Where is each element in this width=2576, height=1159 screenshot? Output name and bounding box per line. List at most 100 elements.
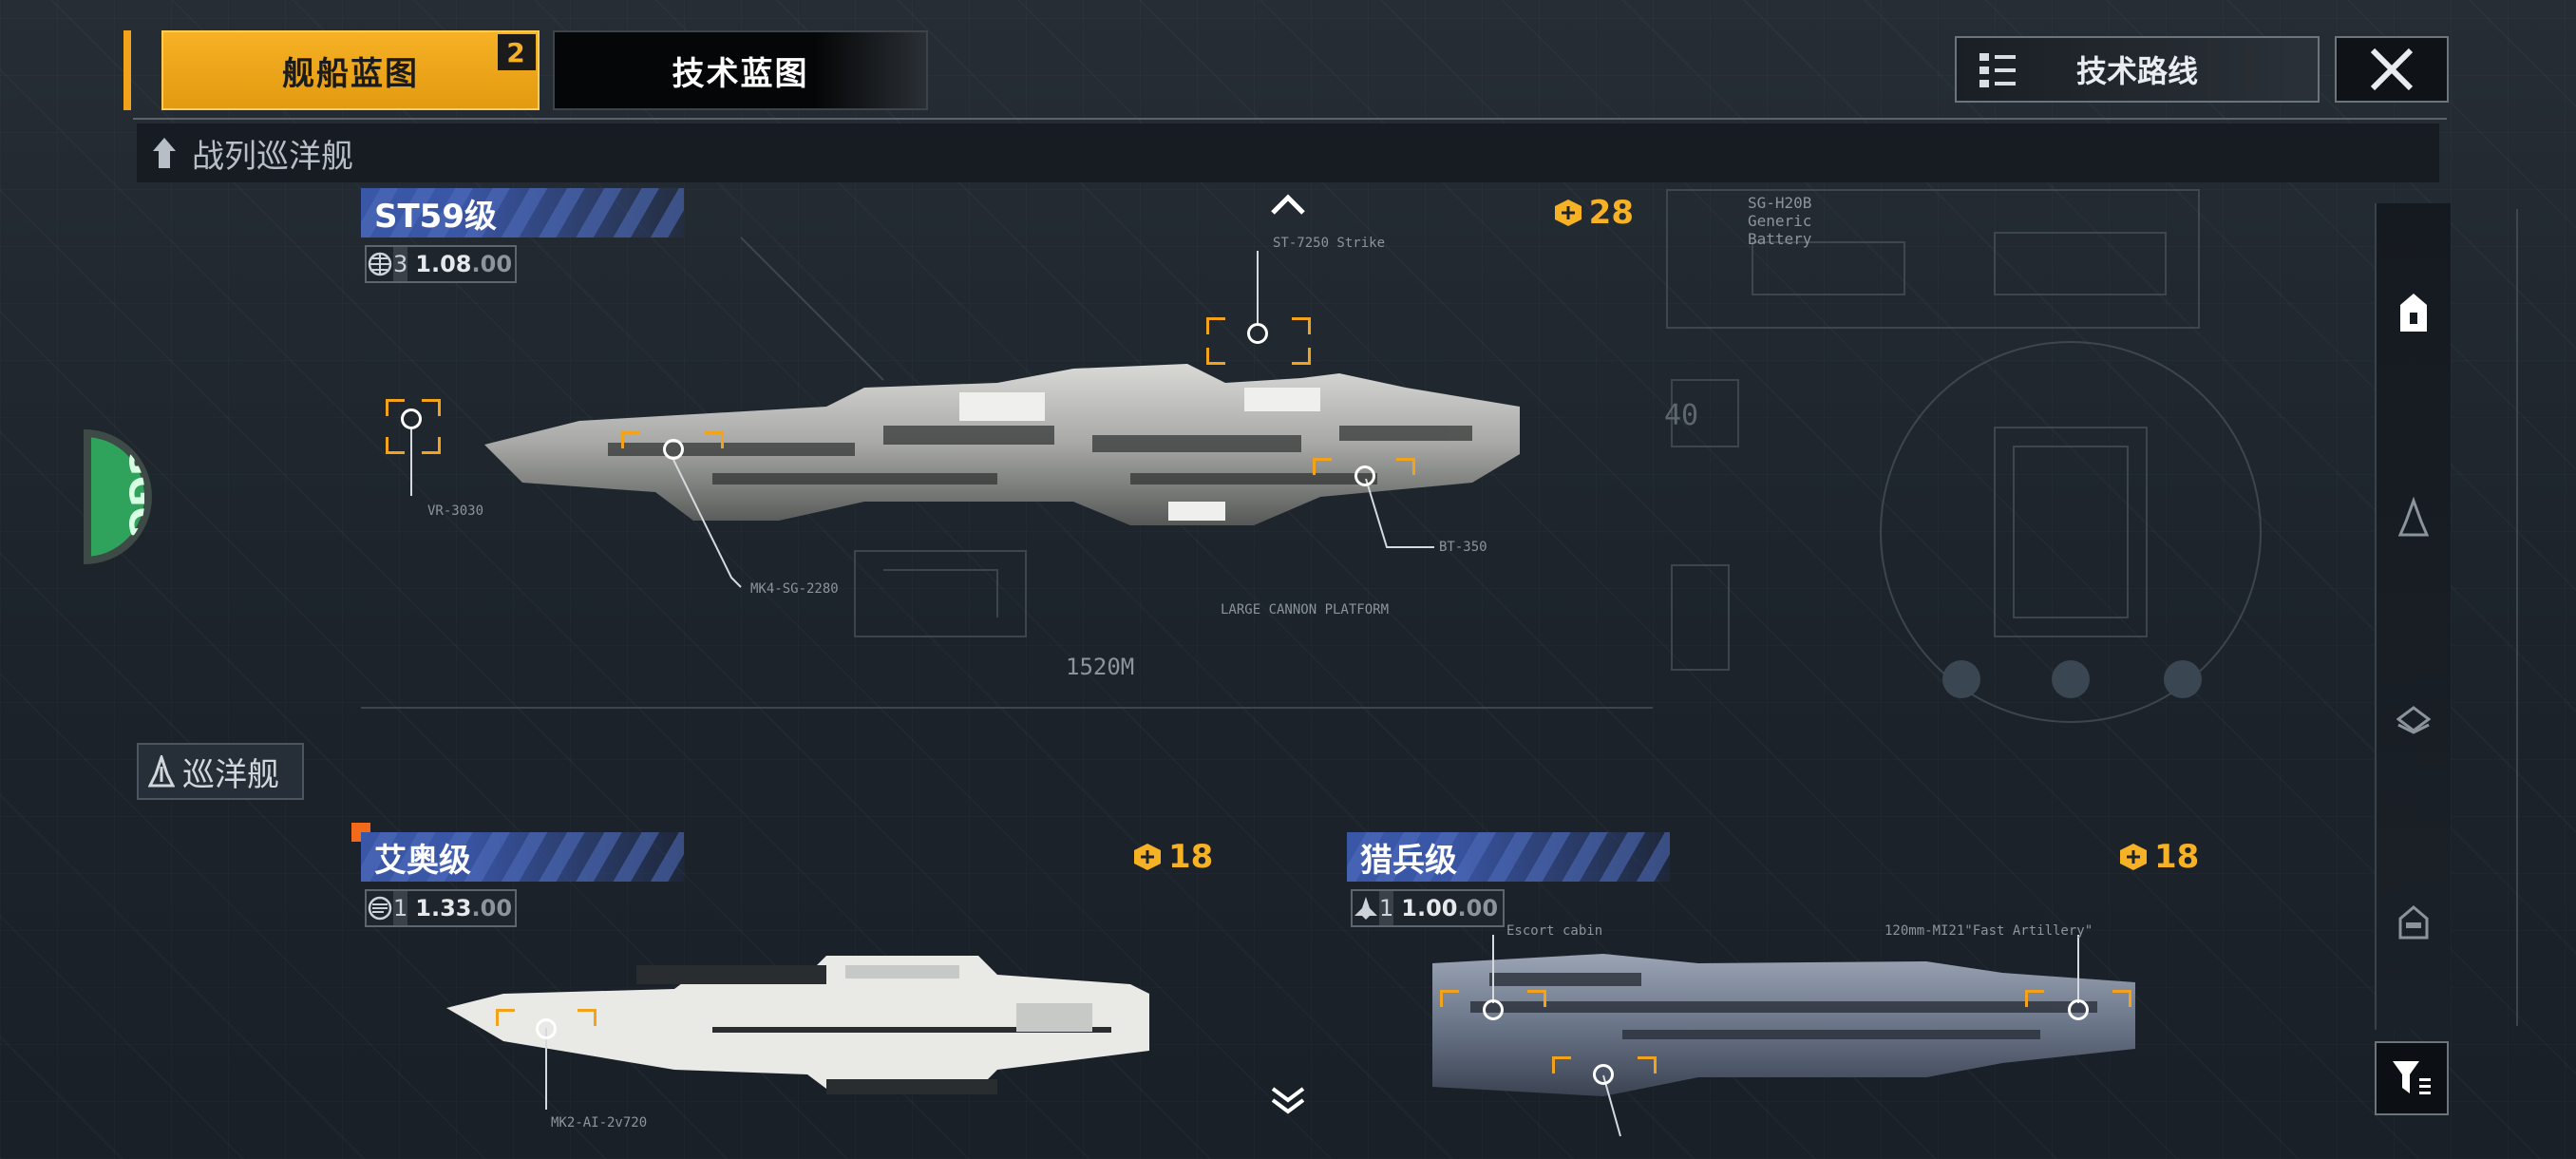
blueprint-cost-icon (1554, 200, 1582, 226)
hardpoint-label: Escort cabin (1506, 923, 1603, 939)
ship-model-ranger (1432, 954, 2135, 1096)
faction-icon (367, 891, 393, 925)
hardpoint-leader-lines (1492, 935, 2079, 1137)
hardpoint-marker[interactable] (663, 439, 684, 460)
notification-badge: 2 (498, 34, 536, 70)
hardpoint-marker[interactable] (1483, 999, 1504, 1020)
target-bracket (1638, 1056, 1657, 1074)
sidebar-item-battlecruiser[interactable] (2377, 484, 2451, 551)
battlecruiser-class-icon (153, 138, 176, 168)
ship-stats: 1 1.33.00 (365, 889, 517, 927)
tab-ship-blueprint-label: 舰船蓝图 (282, 54, 419, 93)
target-bracket (386, 399, 405, 416)
tech-route-button[interactable]: 技术路线 (1955, 36, 2320, 103)
target-bracket (1292, 317, 1311, 334)
target-bracket (386, 437, 405, 454)
tab-tech-blueprint-label: 技术蓝图 (672, 54, 809, 93)
ship-model-aiao (446, 956, 1149, 1094)
target-bracket (1206, 317, 1225, 334)
ship-value: 1.00 (1401, 895, 1458, 922)
hardpoint-marker[interactable] (401, 408, 422, 429)
hardpoint-label: 120mm-MI21"Fast Artillery" (1885, 923, 2093, 939)
hardpoint-label: VR-3030 (427, 504, 484, 519)
target-bracket (1206, 348, 1225, 365)
target-bracket (1292, 348, 1311, 365)
battlecruiser-class-icon (2398, 497, 2429, 537)
ship-name: 猎兵级 (1347, 832, 1670, 882)
target-bracket (578, 1009, 597, 1026)
scroll-down-chevron-icon[interactable] (1269, 1085, 1307, 1115)
header-divider (133, 118, 2447, 120)
hardpoint-marker[interactable] (1247, 323, 1268, 344)
target-bracket (1396, 458, 1415, 475)
cannon-label: LARGE CANNON PLATFORM (1221, 602, 1390, 618)
close-icon (2370, 48, 2414, 91)
ship-cost: 18 (2118, 838, 2199, 876)
destroyer-class-icon (2398, 905, 2429, 940)
hardpoint-marker[interactable] (1354, 466, 1375, 486)
hardpoint-label: MK2-AI-2v720 (551, 1115, 648, 1130)
tab-ship-blueprint[interactable]: 舰船蓝图 2 (161, 30, 540, 110)
ship-name: ST59级 (361, 188, 684, 238)
ship-stats: 1 1.00.00 (1351, 889, 1505, 927)
target-bracket (2025, 990, 2044, 1007)
blueprint-cost-icon (1134, 844, 1161, 870)
cruiser-class-icon (148, 755, 175, 788)
hardpoint-marker[interactable] (2068, 999, 2089, 1020)
section-title: 战列巡洋舰 (192, 137, 353, 176)
section-header-battlecruiser: 战列巡洋舰 (137, 124, 2439, 182)
target-bracket (2112, 990, 2131, 1007)
hardpoint-marker[interactable] (1593, 1064, 1614, 1085)
sidebar-item-carrier[interactable] (2377, 279, 2451, 346)
ship-name: 艾奥级 (361, 832, 684, 882)
ship-cost: 18 (1132, 838, 1213, 876)
hardpoint-leader-lines (410, 251, 1434, 588)
filter-icon (2393, 1061, 2431, 1094)
section-header-cruiser: 巡洋舰 (137, 743, 304, 800)
ship-cost: 28 (1553, 194, 1634, 232)
hardpoint-label: MK4-SG-2280 (750, 581, 839, 597)
ship-cost-value: 18 (1168, 838, 1214, 876)
ship-model-st59 (484, 364, 1520, 525)
tech-tree-icon (1979, 53, 2016, 87)
target-bracket (1552, 1056, 1571, 1074)
ship-value-suffix: .00 (1457, 895, 1499, 922)
sidebar-item-destroyer[interactable] (2377, 889, 2451, 956)
ship-card-ranger[interactable]: 猎兵级 1 1.00.00 18 Escort cabin 120mm-M (1347, 832, 2199, 1146)
cruiser-class-icon (2396, 706, 2431, 734)
ship-stats: 3 1.08.00 (365, 245, 517, 283)
target-bracket (422, 437, 441, 454)
sidebar-item-cruiser[interactable] (2377, 686, 2451, 752)
hardpoint-leader-lines (545, 1028, 547, 1110)
section-title: 巡洋舰 (182, 755, 279, 794)
blueprint-cost-icon (2120, 844, 2147, 870)
tab-tech-blueprint[interactable]: 技术蓝图 (553, 30, 928, 110)
top-accent-bar (123, 30, 131, 110)
ship-card-st59[interactable]: ST59级 3 1.08.00 28 (361, 188, 1811, 720)
hardpoint-marker[interactable] (536, 1018, 557, 1039)
target-bracket (1313, 458, 1332, 475)
target-bracket (705, 431, 724, 448)
ship-value: 1.08 (415, 251, 472, 277)
ship-value-suffix: .00 (471, 895, 513, 922)
ship-cost-value: 28 (1588, 194, 1634, 232)
carrier-class-icon (2400, 294, 2427, 332)
ship-tier: 3 (393, 247, 408, 281)
close-button[interactable] (2335, 36, 2449, 103)
ship-length: 1520M (1066, 654, 1135, 680)
ship-cost-value: 18 (2154, 838, 2200, 876)
hardpoint-label: ST-7250 Strike (1273, 236, 1386, 251)
ship-value: 1.33 (415, 895, 472, 922)
target-bracket (1440, 990, 1459, 1007)
ship-tier: 1 (1379, 891, 1394, 925)
target-bracket (496, 1009, 515, 1026)
scale-label: 40 (1664, 399, 1699, 432)
new-indicator (351, 823, 370, 842)
ship-card-aiao[interactable]: 艾奥级 1 1.33.00 18 MK2-AI-2v720 (361, 832, 1213, 1146)
battery-label: SG-H20B Generic Battery (1748, 194, 1812, 248)
fighter-icon (1353, 891, 1379, 925)
scroll-up-chevron-icon[interactable] (1269, 190, 1307, 217)
tech-route-label: 技术路线 (2075, 53, 2198, 89)
filter-button[interactable] (2375, 1041, 2449, 1115)
